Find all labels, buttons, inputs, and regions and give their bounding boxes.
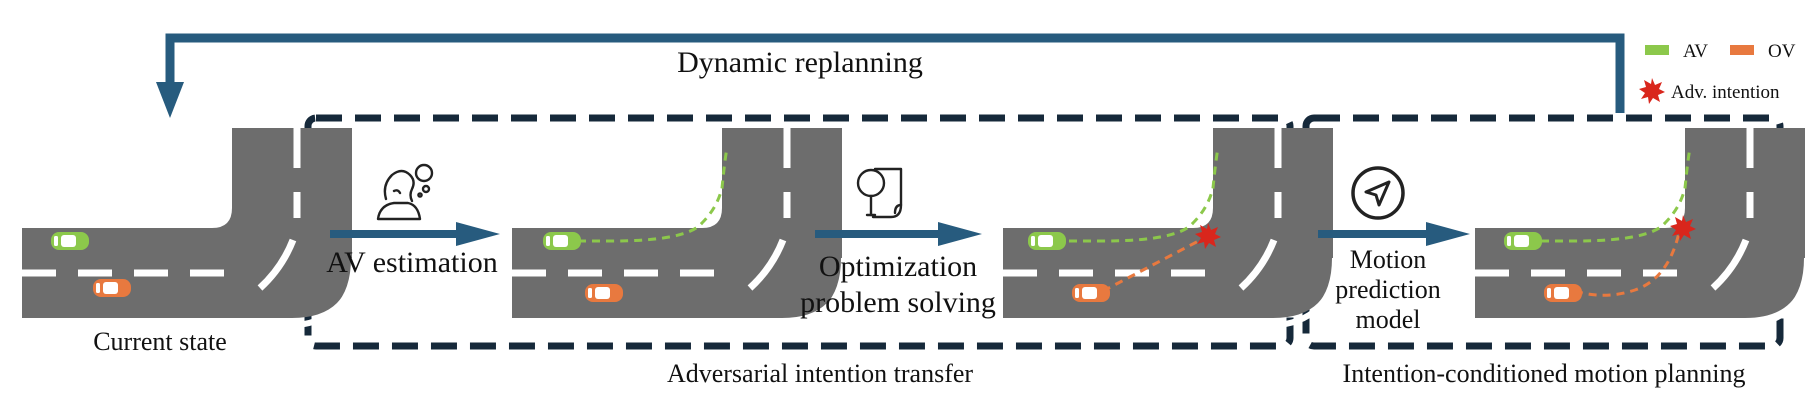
av-estimation-label: AV estimation bbox=[326, 246, 497, 279]
av-car bbox=[1028, 232, 1066, 250]
av-estimated-path bbox=[1041, 147, 1220, 243]
optimization-label-line1: Optimization bbox=[819, 250, 977, 283]
av-car bbox=[1504, 232, 1542, 250]
motion-prediction-arrow bbox=[1318, 222, 1470, 246]
legend-ov-swatch bbox=[1730, 45, 1754, 55]
ov-car bbox=[93, 279, 131, 297]
ov-adversarial-path bbox=[1102, 234, 1209, 293]
av-car bbox=[543, 232, 581, 250]
scene-av-estimated bbox=[512, 128, 844, 326]
replanning-title: Dynamic replanning bbox=[677, 46, 923, 79]
av-estimation-arrow bbox=[330, 222, 500, 246]
legend-ov-label: OV bbox=[1768, 41, 1796, 62]
ov-predicted-path bbox=[1574, 227, 1682, 297]
av-car bbox=[51, 232, 89, 250]
adversarial-group-label: Adversarial intention transfer bbox=[667, 359, 973, 388]
replanning-feedback-arrow bbox=[156, 33, 1625, 118]
motion-label-line3: model bbox=[1356, 305, 1421, 334]
motion-label-line1: Motion bbox=[1350, 245, 1427, 274]
ov-car bbox=[1544, 284, 1582, 302]
ov-car bbox=[585, 284, 623, 302]
current-state-label: Current state bbox=[93, 327, 227, 356]
legend-adv-label: Adv. intention bbox=[1671, 82, 1780, 103]
navigation-compass-icon bbox=[1351, 166, 1405, 220]
optimization-arrow bbox=[815, 222, 982, 246]
scene-motion-planning bbox=[1475, 128, 1807, 326]
av-estimated-path bbox=[550, 147, 729, 243]
scene-current-state bbox=[22, 128, 354, 326]
ov-car bbox=[1072, 284, 1110, 302]
magnifier-document-icon bbox=[856, 167, 903, 219]
legend-av-label: AV bbox=[1683, 41, 1708, 62]
motion-label-line2: prediction bbox=[1335, 275, 1440, 304]
adv-intention-icon bbox=[1639, 78, 1665, 104]
scene-adversarial-intention bbox=[1003, 128, 1335, 326]
legend-av-swatch bbox=[1645, 45, 1669, 55]
legend: AV OV Adv. intention bbox=[1639, 41, 1796, 104]
planning-group-label: Intention-conditioned motion planning bbox=[1343, 359, 1746, 388]
optimization-label-line2: problem solving bbox=[800, 286, 996, 319]
av-planned-path bbox=[1513, 147, 1692, 243]
thinking-person-icon bbox=[376, 163, 434, 221]
